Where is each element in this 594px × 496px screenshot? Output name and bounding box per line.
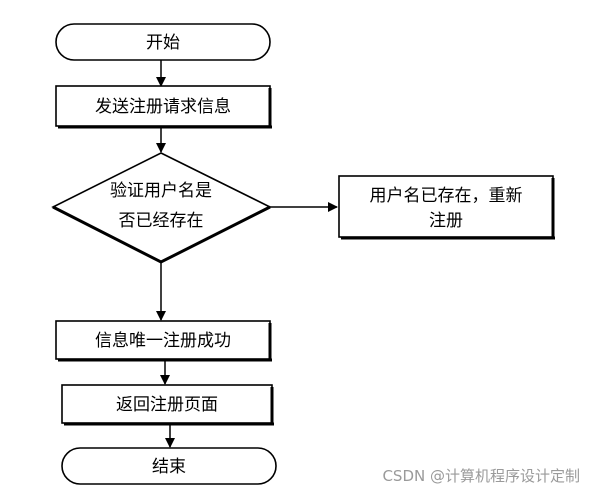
return-page-label: 返回注册页面 xyxy=(116,395,218,415)
send-request-node: 发送注册请求信息 xyxy=(55,85,272,129)
check-label-line2: 否已经存在 xyxy=(119,211,204,231)
start-node: 开始 xyxy=(55,23,271,61)
username-exists-node: 用户名已存在，重新 注册 xyxy=(338,175,555,240)
start-label: 开始 xyxy=(146,33,180,53)
check-label-line1: 验证用户名是 xyxy=(110,181,212,201)
send-request-label: 发送注册请求信息 xyxy=(95,97,231,117)
exists-label-line2: 注册 xyxy=(429,211,463,231)
return-page-node: 返回注册页面 xyxy=(61,384,274,426)
register-success-node: 信息唯一注册成功 xyxy=(55,320,272,362)
success-label: 信息唯一注册成功 xyxy=(95,331,231,351)
end-node: 结束 xyxy=(61,447,277,485)
exists-label-line1: 用户名已存在，重新 xyxy=(370,186,523,206)
csdn-watermark: CSDN @计算机程序设计定制 xyxy=(382,467,580,485)
check-username-decision: 验证用户名是 否已经存在 xyxy=(51,152,272,264)
end-label: 结束 xyxy=(152,457,186,477)
